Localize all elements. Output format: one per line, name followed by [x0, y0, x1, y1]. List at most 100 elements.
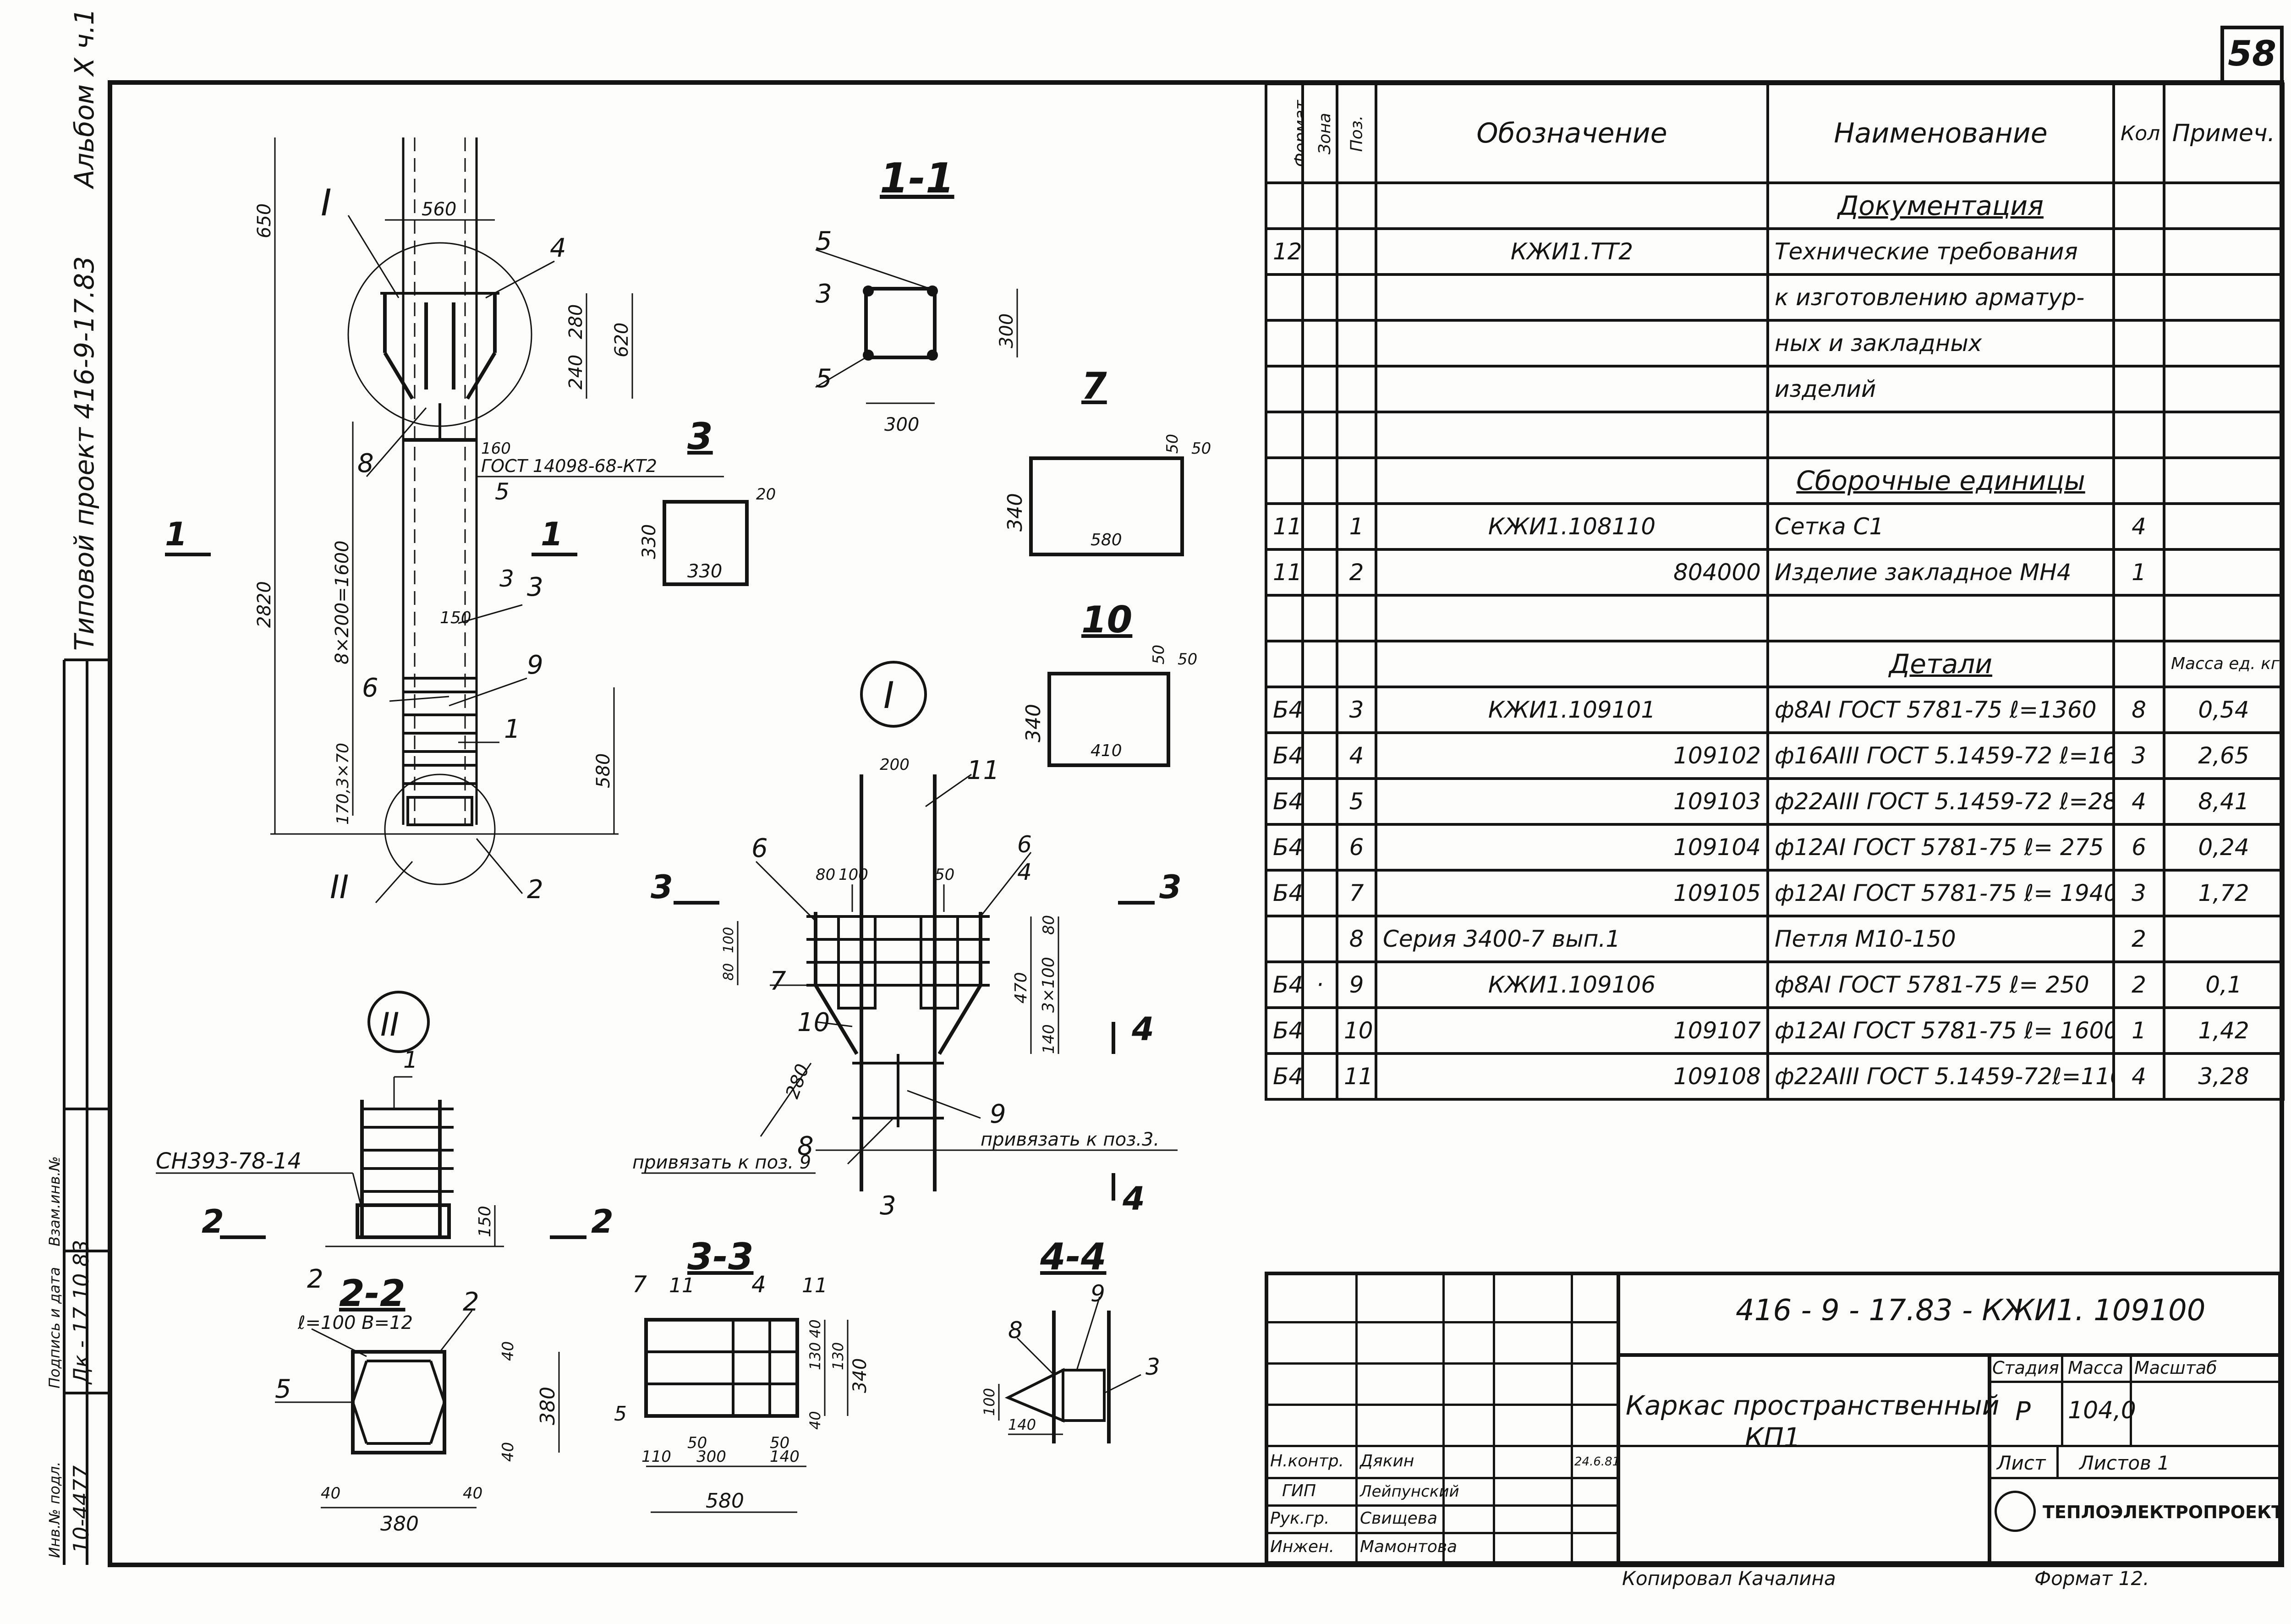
cell-note [2163, 181, 2285, 230]
section-dim: 40 [321, 1484, 340, 1503]
cell-note: 1,72 [2163, 869, 2285, 917]
cell-qty [2112, 273, 2165, 322]
section-dim: 40 [806, 1319, 824, 1338]
detail-dim: 340 [1003, 493, 1027, 532]
cell-format: Б4 [1265, 823, 1304, 872]
cell-designation: 109102 [1375, 731, 1769, 780]
section-dim: 580 [706, 1489, 744, 1513]
table-row: Детали Масса ед. кг [1265, 640, 2285, 688]
cell-pos [1336, 227, 1377, 276]
node-I-pos: 7 [770, 966, 786, 996]
section-dim: 100 [981, 1388, 998, 1416]
elevation-node-label: I [321, 181, 332, 224]
cell-format [1265, 915, 1304, 963]
cell-designation: 109103 [1375, 777, 1769, 826]
cell-name: ф8АI ГОСТ 5781-75 ℓ= 250 [1766, 960, 2115, 1009]
cell-zone [1301, 594, 1338, 642]
cell-name: Изделие закладное МН4 [1766, 548, 2115, 597]
node-I-pos: 3 [880, 1191, 896, 1221]
cell-note: 0,1 [2163, 960, 2285, 1009]
cell-zone [1301, 686, 1338, 734]
section-title: 1-1 [880, 154, 954, 203]
cut-mark: 2 [202, 1203, 224, 1240]
detail-dim: 50 [1178, 650, 1197, 669]
cell-name: Детали [1766, 640, 2115, 688]
section-dim: 40 [806, 1411, 824, 1430]
cell-zone [1301, 365, 1338, 413]
elevation-pos-callout: 8 [357, 449, 374, 478]
section-pos-callout: 8 [1008, 1317, 1023, 1344]
node-I-dim: 50 [935, 866, 954, 884]
cell-note: 2,65 [2163, 731, 2285, 780]
cell-zone [1301, 823, 1338, 872]
cell-qty [2112, 227, 2165, 276]
detail-dim: 50 [1191, 439, 1211, 458]
cell-format [1265, 273, 1304, 322]
node-I-dim: 100 [721, 927, 737, 953]
table-header-row: Формат Зона Поз. Обозначение Наименовани… [1265, 82, 2285, 184]
cell-pos [1336, 456, 1377, 505]
cell-pos: 2 [1336, 548, 1377, 597]
node-I-pos: 10 [797, 1008, 830, 1037]
cell-name: ф12АI ГОСТ 5781-75 ℓ= 1600 [1766, 1006, 2115, 1055]
stage-value: Р [2015, 1397, 2031, 1426]
section-dim: 380 [380, 1512, 419, 1536]
cell-qty [2112, 640, 2165, 688]
sheet-label: Лист [1997, 1452, 2046, 1474]
cell-pos: 4 [1336, 731, 1377, 780]
mass-header: Масса [2068, 1358, 2124, 1378]
cell-name: Документация [1766, 181, 2115, 230]
cell-name: ф22АIII ГОСТ 5.1459-72ℓ=1100 [1766, 1052, 2115, 1101]
bar-spacing-note: ℓ=100 В=12 [297, 1312, 413, 1333]
cell-format [1265, 365, 1304, 413]
section-pos-callout: 11 [802, 1274, 828, 1297]
cell-designation: КЖИ1.108110 [1375, 502, 1769, 551]
role-name: Лейпунский [1360, 1482, 1459, 1501]
node-I-dim: 470 [1012, 972, 1030, 1004]
cut-mark: 3 [1159, 868, 1182, 906]
cell-qty [2112, 181, 2165, 230]
cell-pos: 6 [1336, 823, 1377, 872]
cell-pos: 3 [1336, 686, 1377, 734]
cell-name: изделий [1766, 365, 2115, 413]
role-label: Рук.гр. [1270, 1509, 1330, 1528]
detail-title: 7 [1081, 365, 1107, 407]
section-pos-callout: 5 [816, 364, 832, 394]
elevation-dim: 580 [593, 753, 614, 788]
project-label: Типовой проект 416-9-17.83 [69, 256, 100, 651]
node-I-detail: I 200 80 100 50 470 3×100 [632, 661, 1178, 1221]
cell-designation: 109105 [1375, 869, 1769, 917]
col-header-name: Наименование [1766, 82, 2115, 184]
section-dim: 130 [829, 1342, 847, 1370]
section-1-1: 1-1 5 3 5 300 300 [815, 154, 1018, 435]
cell-format: Б4 [1265, 731, 1304, 780]
node-I-pos: 4 [1017, 859, 1032, 885]
cell-note: Масса ед. кг [2163, 640, 2285, 688]
elevation-dim: 240 [565, 355, 586, 390]
detail-dim: 50 [1163, 434, 1182, 454]
cell-zone [1301, 1006, 1338, 1055]
cell-pos: 5 [1336, 777, 1377, 826]
node-I-dim: 80 [816, 866, 835, 884]
stamp-field-value: Дк - 17.10.83 [69, 1240, 93, 1384]
cut-mark: 2 [591, 1203, 614, 1240]
section-pos-callout: 7 [632, 1271, 647, 1298]
cell-format: Б4 [1265, 777, 1304, 826]
cell-format [1265, 594, 1304, 642]
cell-format: Б4 [1265, 869, 1304, 917]
cell-name: Сетка С1 [1766, 502, 2115, 551]
album-label: Альбом X ч.1 [69, 8, 100, 188]
elevation-node-label: II [330, 868, 349, 906]
section-dim: 300 [884, 414, 919, 435]
cell-qty: 8 [2112, 686, 2165, 734]
cell-designation: 109107 [1375, 1006, 1769, 1055]
cut-mark: 1 [165, 516, 187, 553]
node-II-dim: 150 [476, 1206, 494, 1237]
table-row: изделий [1265, 365, 2285, 413]
node-I-pos: 11 [967, 756, 999, 785]
cut-mark: 4 [1122, 1180, 1145, 1218]
cell-name: ф16АIII ГОСТ 5.1459-72 ℓ=1680 [1766, 731, 2115, 780]
